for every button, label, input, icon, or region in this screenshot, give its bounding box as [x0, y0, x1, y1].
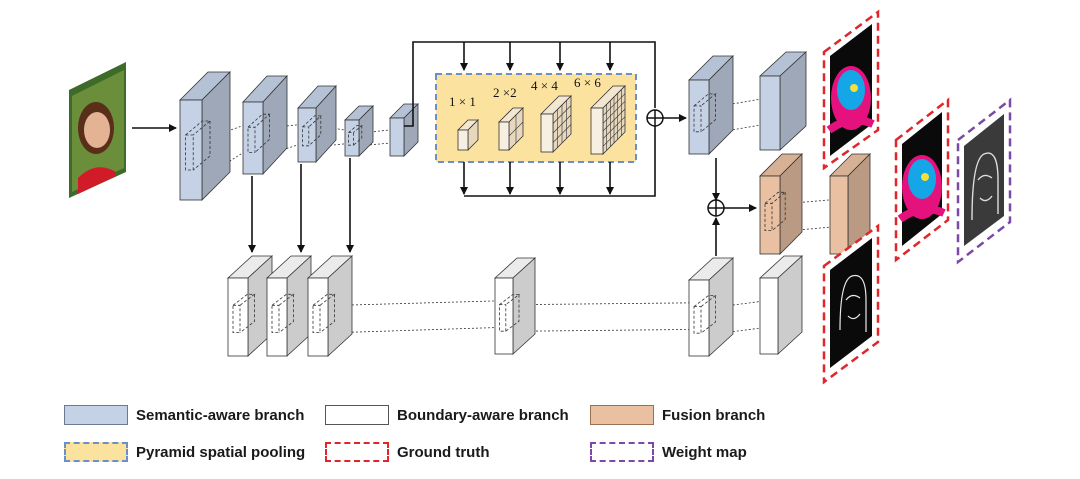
legend-weight-map-label: Weight map	[662, 443, 747, 461]
legend-ppm-label: Pyramid spatial pooling	[136, 443, 306, 461]
link-b3-b4-bottom	[339, 327, 501, 333]
ppm-scale-label: 1 × 1	[449, 94, 476, 109]
semantic-block-4	[344, 105, 374, 157]
legend-semantic: Semantic-aware branch	[64, 405, 304, 425]
boundary-block-3	[306, 255, 354, 357]
legend-ground-truth: Ground truth	[325, 442, 489, 462]
semantic-swatch	[64, 405, 128, 425]
ppm-swatch	[64, 442, 128, 462]
boundary-block-4	[493, 257, 537, 355]
legend-weight-map: Weight map	[590, 442, 747, 462]
legend-ppm: Pyramid spatial pooling	[64, 442, 305, 462]
ppm-pool-4x4	[540, 95, 572, 153]
link-b5-b6-bottom	[720, 327, 766, 334]
link-b4-b5-top	[523, 302, 696, 305]
input-face-photo	[69, 62, 126, 198]
ppm-pool-1x1	[457, 119, 479, 151]
boundary-block-6	[758, 255, 804, 355]
legend-boundary: Boundary-aware branch	[325, 405, 569, 425]
link-b3-b4-top	[339, 300, 501, 306]
ppm-scale-label: 6 × 6	[574, 75, 601, 90]
ppm-scale-label: 4 × 4	[531, 78, 558, 93]
boundary-block-1	[226, 255, 274, 357]
boundary-block-5	[687, 257, 735, 357]
link-b4-b5-bottom	[523, 329, 696, 332]
ppm-pool-6x6	[590, 85, 626, 155]
boundary-swatch	[325, 405, 389, 425]
link-f1-f2-top	[790, 199, 836, 204]
legend-fusion-label: Fusion branch	[662, 406, 766, 424]
semantic-block-1	[179, 71, 231, 201]
fusion-block-1	[759, 153, 803, 255]
semantic-block-2	[242, 74, 288, 176]
legend-semantic-label: Semantic-aware branch	[136, 406, 305, 424]
fusion-block-2	[829, 153, 871, 255]
legend-fusion: Fusion branch	[590, 405, 765, 425]
weight-map-image	[964, 114, 1004, 246]
semantic-decoder-block-2	[758, 51, 808, 151]
boundary-block-2	[265, 255, 313, 357]
semantic-block-3	[297, 84, 337, 164]
plus-fusion	[707, 199, 725, 217]
arrow-ppm-bottom-bus	[464, 126, 656, 197]
fusion-swatch	[590, 405, 654, 425]
semantic-decoder-block-1	[688, 55, 734, 155]
edge-map-ground-truth	[830, 238, 872, 368]
link-f1-f2-bottom	[790, 226, 836, 231]
arrow-skip-top	[404, 41, 656, 127]
legend-boundary-label: Boundary-aware branch	[397, 406, 569, 424]
plus-concat-top	[646, 109, 664, 127]
legend-ground-truth-label: Ground truth	[397, 443, 490, 461]
ppm-pool-2x2	[498, 107, 524, 151]
link-b5-b6-top	[720, 300, 766, 307]
weight-map-swatch	[590, 442, 654, 462]
ground-truth-swatch	[325, 442, 389, 462]
parsing-ground-truth	[826, 24, 875, 156]
ppm-scale-label: 2 ×2	[493, 85, 517, 100]
fusion-ground-truth	[897, 112, 946, 246]
